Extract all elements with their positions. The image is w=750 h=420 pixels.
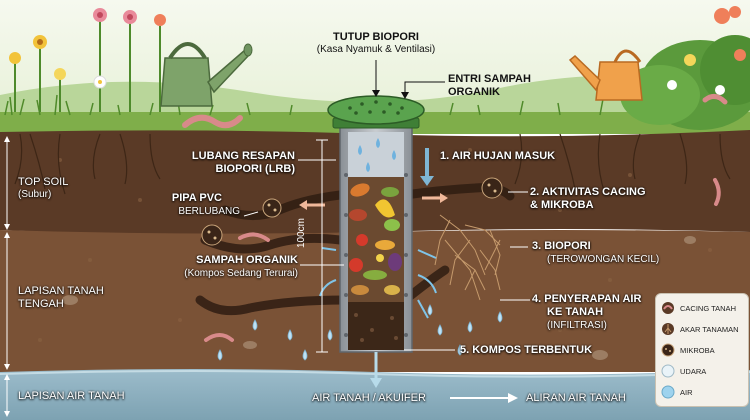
legend-label-air: UDARA xyxy=(680,366,707,376)
pipe-label-line2: BERLUBANG xyxy=(178,206,240,217)
soil-worm-3 xyxy=(713,178,721,206)
surface-worm-right xyxy=(702,94,728,105)
organic-label-line1: SAMPAH ORGANIK xyxy=(196,254,298,266)
infiltration-arrows xyxy=(319,247,437,319)
soil-worm xyxy=(238,232,270,242)
groundwater-layer-label: LAPISAN AIR TANAH xyxy=(18,390,125,402)
root-network xyxy=(434,214,501,301)
step3-label-line1: 3. BIOPORI xyxy=(532,240,591,252)
orange-watering-can xyxy=(568,49,643,101)
biopori-cover xyxy=(327,95,425,125)
step2-label-line1: 2. AKTIVITAS CACING xyxy=(530,186,646,198)
lrb-label-line1: LUBANG RESAPAN xyxy=(191,150,295,162)
groundwater-flow-label: ALIRAN AIR TANAH xyxy=(526,392,626,404)
worm-icon xyxy=(662,302,674,314)
legend-item-root: AKAR TANAMAN xyxy=(660,320,738,338)
cover-subtitle: (Kasa Nyamuk & Ventilasi) xyxy=(316,44,436,55)
step4-label-line2: KE TANAH xyxy=(547,306,604,318)
cover-title: TUTUP BIOPORI xyxy=(333,31,419,43)
step4-label-line1: 4. PENYERAPAN AIR xyxy=(532,293,642,305)
water-drops xyxy=(217,304,503,361)
step1-label: 1. AIR HUJAN MASUK xyxy=(440,150,556,162)
step4-label-line3: (INFILTRASI) xyxy=(547,320,607,331)
surface-worm xyxy=(182,114,243,129)
microbe-clusters xyxy=(201,177,503,246)
groundwater-layer xyxy=(0,369,750,420)
water-drop-icon xyxy=(661,385,675,399)
entry-label-line1: ENTRI SAMPAH xyxy=(448,73,531,85)
bush-right xyxy=(620,6,750,130)
legend-label-microbe: MIKROBA xyxy=(680,345,715,355)
depth-label: 100cm xyxy=(296,217,307,248)
legend-label-worm: CACING TANAH xyxy=(680,303,736,313)
soil-worm-2 xyxy=(204,333,234,342)
legend-item-water: AIR xyxy=(660,383,693,401)
legend-label-root: AKAR TANAMAN xyxy=(680,324,739,334)
topsoil-title: TOP SOIL xyxy=(18,176,69,188)
organic-label-line2: (Kompos Sedang Terurai) xyxy=(184,268,298,279)
watering-can xyxy=(160,42,253,107)
legend-item-air: UDARA xyxy=(660,362,706,380)
aquifer-label: AIR TANAH / AKUIFER xyxy=(312,392,426,404)
roots-left xyxy=(14,133,731,195)
legend-item-worm: CACING TANAH xyxy=(660,299,736,317)
step3-label-line2: (TEROWONGAN KECIL) xyxy=(547,254,660,265)
flowers-left xyxy=(9,8,166,112)
step2-label-line2: & MIKROBA xyxy=(530,199,594,211)
step5-label: 5. KOMPOS TERBENTUK xyxy=(460,344,593,356)
microbe-icon xyxy=(661,343,675,357)
air-bubble-icon xyxy=(661,364,675,378)
legend-item-microbe: MIKROBA xyxy=(660,341,715,359)
pipe-label-line1: PIPA PVC xyxy=(171,192,222,204)
organic-waste xyxy=(348,177,404,302)
compost xyxy=(348,302,404,350)
legend: CACING TANAH AKAR TANAMAN MIKROBA UDARA … xyxy=(655,293,749,407)
middle-soil-line1: LAPISAN TANAH xyxy=(18,285,104,297)
legend-label-water: AIR xyxy=(680,387,693,397)
entry-label-line2: ORGANIK xyxy=(448,86,500,98)
root-icon xyxy=(662,323,674,335)
topsoil-subtitle: (Subur) xyxy=(18,189,52,200)
middle-soil-line2: TENGAH xyxy=(18,298,64,310)
lrb-label-line2: BIOPORI (LRB) xyxy=(215,163,295,175)
